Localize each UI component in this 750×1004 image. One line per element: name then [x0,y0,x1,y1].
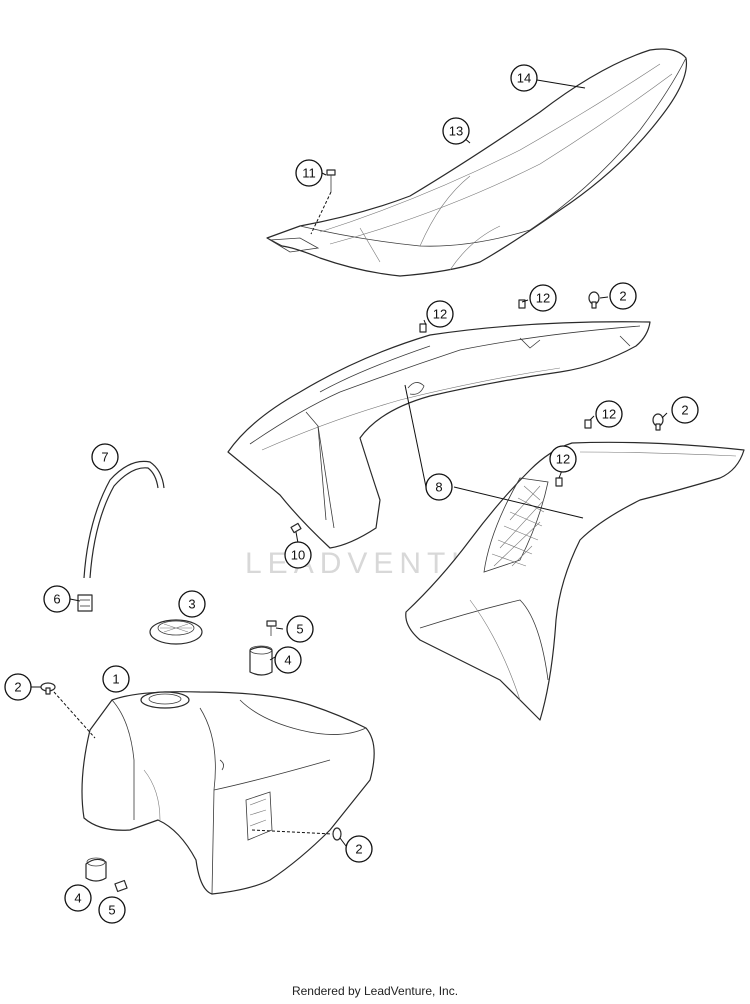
leader-lines [31,79,668,847]
svg-text:10: 10 [291,548,305,563]
svg-text:8: 8 [435,480,442,495]
callout-2-d: 2 [345,835,373,863]
svg-text:2: 2 [681,403,688,418]
bolt-top [266,620,277,636]
footer-credit: Rendered by LeadVenture, Inc. [291,984,459,998]
callout-12-c: 12 [595,400,623,428]
svg-text:11: 11 [302,166,316,181]
seat-bolt [326,169,336,192]
callout-2-c: 2 [4,673,32,701]
callout-12-b: 12 [529,284,557,312]
callout-5-bottom: 5 [98,896,126,924]
svg-text:1: 1 [112,672,119,687]
callout-8: 8 [425,473,453,501]
screw-tank-front [40,682,56,695]
fastener-2b [652,413,664,431]
callout-12-a: 12 [426,300,454,328]
svg-text:2: 2 [619,289,626,304]
seat [266,48,688,277]
svg-text:4: 4 [284,653,291,668]
svg-text:4: 4 [74,891,81,906]
callout-13: 13 [442,117,470,145]
svg-text:14: 14 [517,71,531,86]
fastener-2a [588,291,600,309]
svg-text:7: 7 [101,450,108,465]
fastener-10 [290,522,302,534]
rubber-bushing-bottom [85,857,107,882]
callout-6: 6 [43,585,71,613]
fuel-cap [149,619,203,645]
svg-text:12: 12 [602,407,616,422]
svg-text:2: 2 [355,842,362,857]
callout-5-top: 5 [286,615,314,643]
svg-text:3: 3 [188,597,195,612]
callout-3: 3 [178,590,206,618]
hose-fitting [77,594,93,612]
callout-4-bottom: 4 [64,884,92,912]
svg-text:12: 12 [556,452,570,467]
callout-10: 10 [284,541,312,569]
fuel-hose [83,460,165,579]
callout-2-b: 2 [671,396,699,424]
callout-2-a: 2 [609,282,637,310]
side-cover-right [405,441,745,721]
fastener-12a [419,323,427,333]
callout-1: 1 [102,665,130,693]
callout-11: 11 [295,159,323,187]
callout-12-d: 12 [549,445,577,473]
fuel-tank [81,691,375,895]
side-cover-left [227,321,651,549]
callout-7: 7 [91,443,119,471]
svg-text:2: 2 [14,680,21,695]
svg-text:13: 13 [449,124,463,139]
callout-14: 14 [510,64,538,92]
bolt-bottom [114,879,128,893]
svg-text:5: 5 [108,903,115,918]
fastener-12b [518,299,526,309]
screw-tank-side [332,827,342,841]
svg-text:12: 12 [536,291,550,306]
svg-text:5: 5 [296,622,303,637]
rubber-bushing-top [249,645,273,676]
fastener-12d [555,477,563,487]
fastener-12c [584,419,592,429]
svg-text:12: 12 [433,307,447,322]
callout-4-top: 4 [274,646,302,674]
svg-text:6: 6 [53,592,60,607]
